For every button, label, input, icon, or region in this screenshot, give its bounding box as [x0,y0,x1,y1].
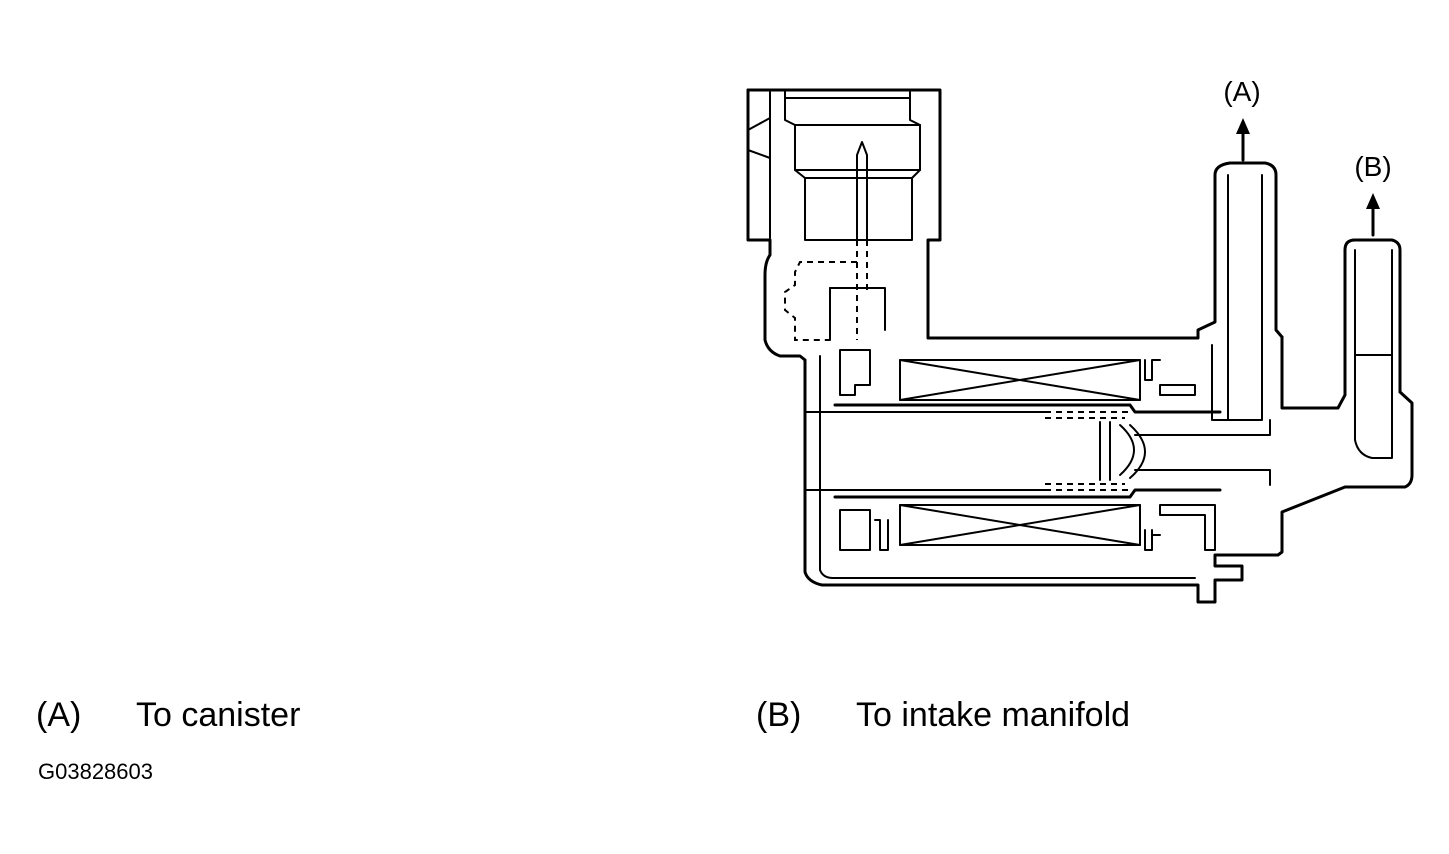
callout-a-label: (A) [1223,76,1260,107]
lower-coil [839,504,1216,551]
callout-b-label: (B) [1354,151,1391,182]
valve-body [803,174,1414,604]
connector-housing [746,88,1284,362]
legend-text-a: To canister [136,696,301,734]
figure-code: G03828603 [38,759,153,784]
legend-key-a: (A) [36,696,82,734]
terminal-pin [851,141,873,340]
plunger [804,403,1271,499]
outlet-arrow-b [1366,193,1380,237]
legend-text-b: To intake manifold [856,696,1131,734]
upper-coil [839,349,1196,401]
internal-wiring-dashed [784,261,886,341]
legend-key-b: (B) [756,696,802,734]
outlet-arrow-a [1236,118,1250,162]
